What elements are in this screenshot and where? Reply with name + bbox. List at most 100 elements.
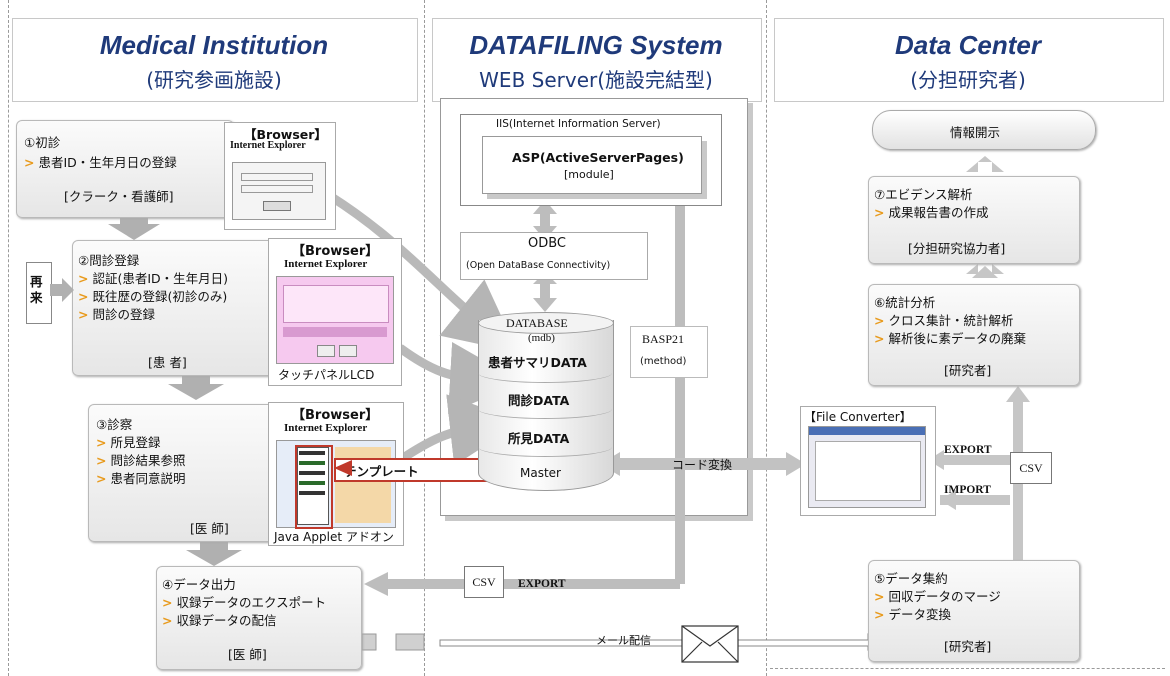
bullet-arrow-icon: > [162,613,173,628]
export-label-center: EXPORT [944,444,992,456]
odbc-full: (Open DataBase Connectivity) [466,260,611,271]
browser3-caption: Java Applet アドオン [274,530,394,544]
bullet-arrow-icon: > [96,471,107,486]
basp-sub: (method) [640,356,687,367]
arrow-step2-to-step3 [168,376,224,400]
arrow-browser3-to-db [397,394,522,466]
browser2-screen [276,276,394,364]
column-divider-left [8,0,9,676]
step2-card [72,240,290,376]
step6-title: ⑥統計分析 [874,295,936,310]
bullet-arrow-icon: > [162,595,173,610]
step2-role: [患 者] [148,355,187,370]
converter-label: 【File Converter】 [804,410,912,424]
column-subtitle-datacenter: (分担研究者) [910,68,1026,92]
arrow-browser1-to-db [327,192,519,353]
db-layer-4: Master [520,466,561,480]
disclose-label: 情報開示 [950,125,1001,140]
basp-box [630,326,708,378]
step5-role: [研究者] [944,639,992,654]
bullet-arrow-icon: > [96,453,107,468]
converter-screen [808,426,926,508]
step6-item-2: >解析後に素データの廃棄 [874,331,1026,346]
browser3-label: 【Browser】 [292,408,379,423]
step2-title: ②問診登録 [78,253,140,268]
step6-item-1: >クロス集計・統計解析 [874,313,1014,328]
bullet-arrow-icon: > [874,589,885,604]
bullet-arrow-icon: > [24,155,35,170]
arrow-step7-to-disclose [966,156,1004,172]
column-divider-2 [766,0,767,676]
db-title: DATABASE [506,316,568,330]
step1-title: ①初診 [24,135,61,150]
code-conv-label: コード変換 [672,458,733,472]
arrow-browser2-to-db [397,342,522,414]
step7-role: [分担研究協力者] [908,241,1006,256]
bullet-arrow-icon: > [874,205,885,220]
bottom-divider [770,668,1165,669]
arrow-step3-to-step4 [186,542,242,566]
bullet-arrow-icon: > [78,307,89,322]
step4-role: [医 師] [228,647,267,662]
step3-title: ③診察 [96,417,133,432]
step3-item-3: >患者同意説明 [96,471,186,486]
basp-label: BASP21 [642,332,685,346]
template-label: テンプレート [344,464,419,479]
header-datacenter [774,18,1164,102]
step7-card [868,176,1080,264]
bullet-arrow-icon: > [78,271,89,286]
bullet-arrow-icon: > [874,607,885,622]
step6-role: [研究者] [944,363,992,378]
step2-item-3: >問診の登録 [78,307,155,322]
browser1-app: Internet Explorer [230,140,306,151]
db-layer-1: 患者サマリDATA [488,355,587,370]
step5-title: ⑤データ集約 [874,571,948,586]
saiki-label: 再来 [30,274,43,305]
bullet-arrow-icon: > [874,331,885,346]
asp-label: ASP(ActiveServerPages) [512,150,684,165]
step3-item-2: >問診結果参照 [96,453,186,468]
step1-item: >患者ID・生年月日の登録 [24,155,177,170]
import-label-center: IMPORT [944,484,991,496]
csv-export-box: CSV [464,566,504,598]
step5-card [868,560,1080,662]
db-divider [478,408,612,419]
browser2-app: Internet Explorer [284,258,368,270]
asp-box [482,136,702,194]
arrow-step6-to-step7 [966,258,1004,274]
step4-item-1: >収録データのエクスポート [162,595,327,610]
column-title-datacenter: Data Center [895,30,1041,60]
database-top [478,312,614,334]
step3-item-1: >所見登録 [96,435,161,450]
arrow-step1-to-step2 [108,218,160,240]
iis-label: IIS(Internet Information Server) [496,118,661,130]
step3-role: [医 師] [190,521,229,536]
step2-item-2: >既往歴の登録(初診のみ) [78,289,228,304]
step4-title: ④データ出力 [162,577,236,592]
db-divider [478,446,612,457]
browser3-app: Internet Explorer [284,422,368,434]
browser2-caption: タッチパネルLCD [278,368,375,382]
template-arrow [334,460,352,476]
step4-item-2: >収録データの配信 [162,613,277,628]
db-sub: (mdb) [528,332,555,344]
db-layer-2: 問診DATA [508,393,570,408]
step1-card [16,120,234,218]
db-layer-3: 所見DATA [508,431,570,446]
step4-card [156,566,362,670]
step7-item: >成果報告書の作成 [874,205,989,220]
column-subtitle-datafiling: WEB Server(施設完結型) [479,68,713,92]
step1-role: [クラーク・看護師] [64,189,174,204]
db-divider [478,372,612,383]
odbc-label: ODBC [528,236,567,251]
bullet-arrow-icon: > [78,289,89,304]
arrow-export-to-step4 [364,572,388,596]
bullet-arrow-icon: > [96,435,107,450]
step5-item-2: >データ変換 [874,607,951,622]
column-subtitle-medical: (研究参画施設) [146,68,282,92]
header-datafiling [432,18,762,102]
csv-center-box: CSV [1010,452,1052,484]
browser2-label: 【Browser】 [292,244,379,259]
arrow-saiki [50,278,74,302]
column-title-datafiling: DATAFILING System [469,30,723,60]
